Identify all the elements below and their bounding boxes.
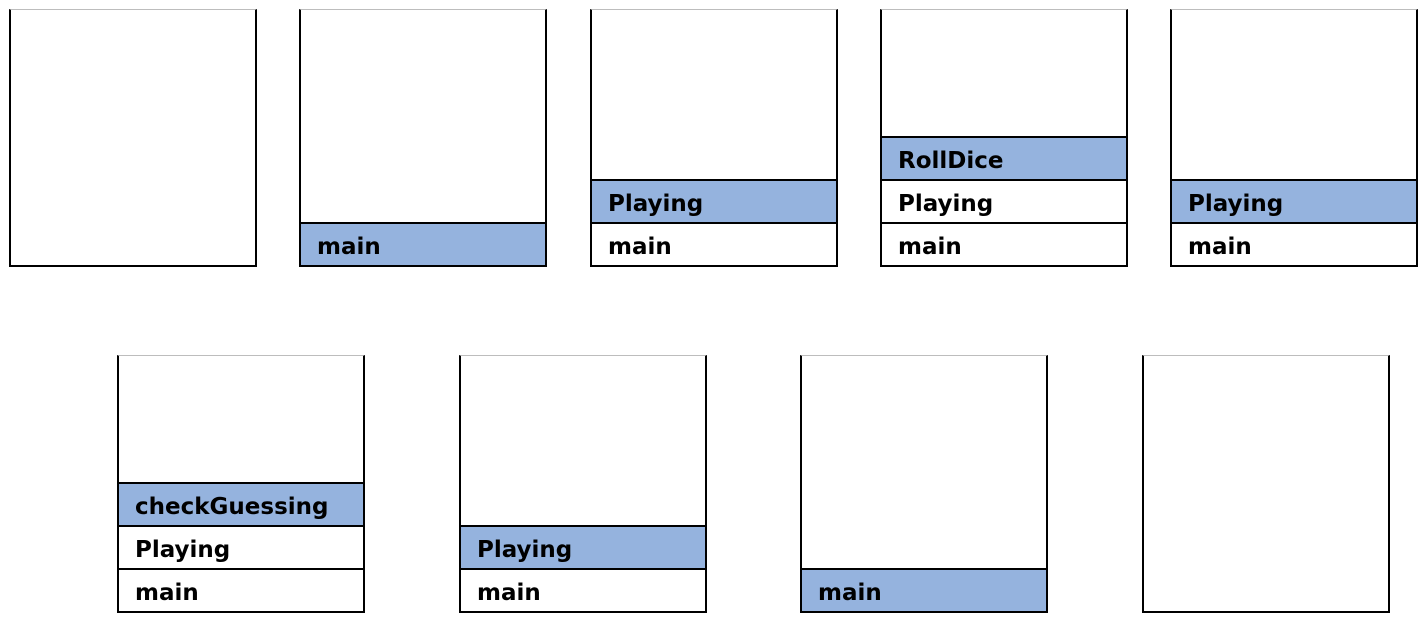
call-stack-7: main Playing <box>459 355 707 613</box>
stack-frame-playing: Playing <box>1172 179 1416 222</box>
stack-frame-main: main <box>119 568 363 611</box>
call-stack-3: main Playing <box>590 9 838 267</box>
call-stack-4: main Playing RollDice <box>880 9 1128 267</box>
call-stack-6: main Playing checkGuessing <box>117 355 365 613</box>
call-stack-5: main Playing <box>1170 9 1418 267</box>
stack-frame-main: main <box>802 568 1046 611</box>
call-stack-8: main <box>800 355 1048 613</box>
stack-frame-playing: Playing <box>882 179 1126 222</box>
stack-frame-main: main <box>301 222 545 265</box>
call-stack-1 <box>9 9 257 267</box>
stack-frame-playing: Playing <box>461 525 705 568</box>
stack-frame-checkguessing: checkGuessing <box>119 482 363 525</box>
stack-frame-main: main <box>1172 222 1416 265</box>
stack-frame-main: main <box>461 568 705 611</box>
call-stack-9 <box>1142 355 1390 613</box>
stack-frame-main: main <box>592 222 836 265</box>
call-stack-2: main <box>299 9 547 267</box>
stack-frame-rolldice: RollDice <box>882 136 1126 179</box>
stack-frame-playing: Playing <box>119 525 363 568</box>
stack-frame-playing: Playing <box>592 179 836 222</box>
stack-frame-main: main <box>882 222 1126 265</box>
